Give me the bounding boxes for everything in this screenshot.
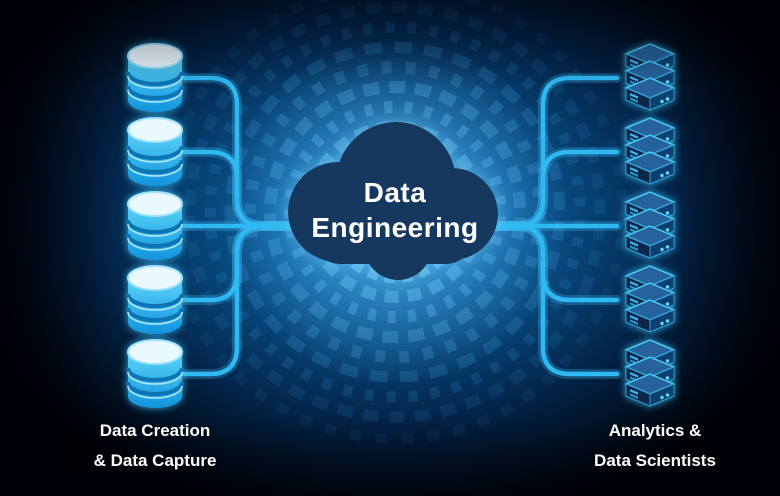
server-icon — [626, 118, 674, 184]
database-icon — [126, 42, 184, 114]
database-icon — [126, 116, 184, 188]
server-icon — [626, 266, 674, 332]
cloud-shape — [288, 122, 498, 280]
server-icon — [626, 340, 674, 406]
database-icon — [126, 338, 184, 410]
cloud-title-line1: Data — [363, 177, 427, 208]
cloud-title: Data Engineering — [275, 176, 515, 246]
right-group-label-line1: Analytics & — [608, 421, 702, 440]
database-icon — [126, 264, 184, 336]
left-group-label-line2: & Data Capture — [93, 451, 217, 470]
connector-lines — [180, 75, 620, 377]
right-group-label: Analytics & Data Scientists — [535, 416, 775, 476]
left-group-label-line1: Data Creation — [99, 421, 211, 440]
server-icon — [626, 44, 674, 110]
server-icon — [626, 192, 674, 258]
cloud-title-line2: Engineering — [311, 212, 479, 243]
left-group-label: Data Creation & Data Capture — [35, 416, 275, 476]
right-group-label-line2: Data Scientists — [594, 451, 716, 470]
database-icon — [126, 190, 184, 262]
